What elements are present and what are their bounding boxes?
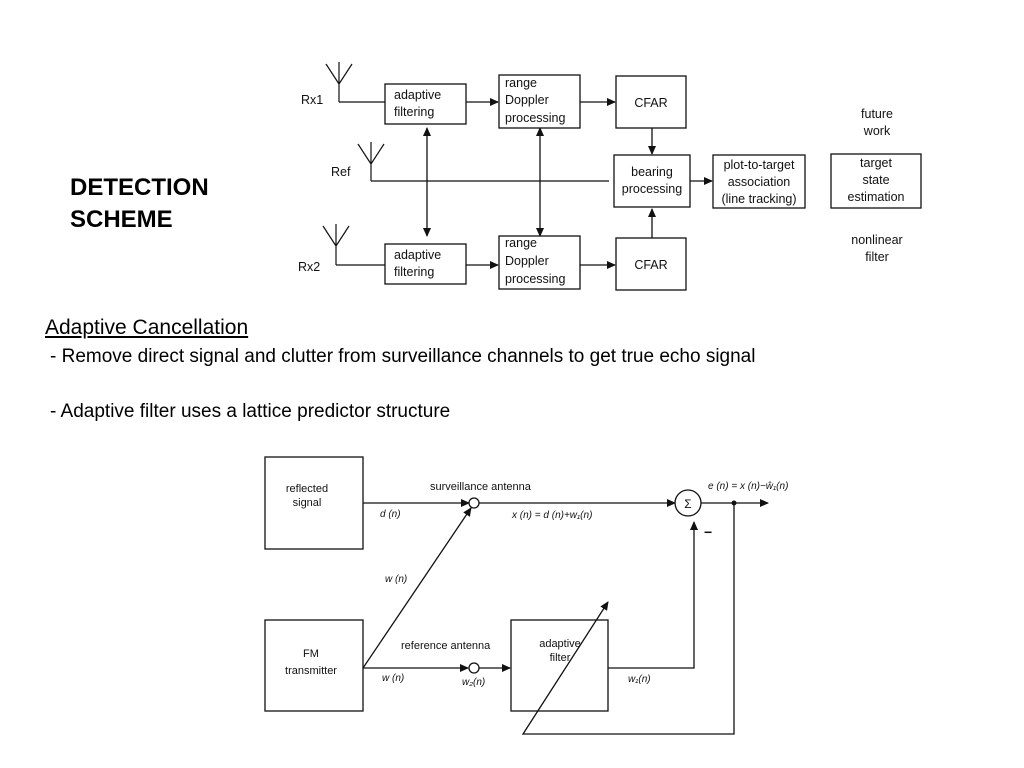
bullet-lattice-predictor: - Adaptive filter uses a lattice predict… bbox=[50, 401, 451, 422]
nonlinear-filter-line2: filter bbox=[865, 250, 889, 264]
cfar-block-2: CFAR bbox=[615, 237, 687, 291]
minus-sign: − bbox=[704, 524, 712, 540]
bearing-line2: processing bbox=[622, 182, 682, 196]
nonlinear-filter-line1: nonlinear bbox=[851, 233, 902, 247]
target-state-line1: target bbox=[860, 156, 892, 170]
plot-to-target-line3: (line tracking) bbox=[721, 192, 796, 206]
target-state-line2: state bbox=[862, 173, 889, 187]
range-doppler-block-2: range Doppler processing bbox=[498, 235, 581, 290]
range-doppler-block-1: range Doppler processing bbox=[498, 74, 581, 129]
plot-to-target-line2: association bbox=[728, 175, 791, 189]
ref-label: Ref bbox=[331, 165, 351, 179]
w-n-label: w (n) bbox=[382, 673, 404, 684]
e-equation-label: e (n) = x (n)−ŵ₁(n) bbox=[708, 481, 788, 492]
fm-transmitter-line1: FM bbox=[303, 648, 319, 660]
slide-title-line1: DETECTION bbox=[70, 174, 209, 201]
slide-title: DETECTION SCHEME bbox=[70, 172, 209, 236]
rx1-label: Rx1 bbox=[301, 93, 323, 107]
adaptive-filtering-2-line2: filtering bbox=[394, 265, 434, 279]
future-work-line2: work bbox=[863, 124, 891, 138]
reference-antenna-node bbox=[468, 662, 480, 674]
fm-transmitter-block: FM transmitter bbox=[264, 619, 364, 712]
section-heading: Adaptive Cancellation bbox=[45, 316, 249, 339]
adaptive-filter-block: adaptive filter bbox=[510, 619, 609, 712]
range-doppler-1-line1: range bbox=[505, 76, 537, 90]
surveillance-antenna-label: surveillance antenna bbox=[430, 481, 532, 493]
adaptive-filter-line1: adaptive bbox=[539, 638, 581, 650]
adaptive-filtering-block-2: adaptive filtering bbox=[384, 243, 467, 285]
target-state-line3: estimation bbox=[848, 190, 905, 204]
surveillance-antenna-node bbox=[468, 497, 480, 509]
range-doppler-2-line2: Doppler bbox=[505, 254, 549, 268]
reflected-signal-line1: reflected bbox=[286, 483, 328, 495]
future-work-line1: future bbox=[861, 107, 893, 121]
bearing-processing-block: bearing processing bbox=[613, 154, 691, 208]
cfar-block-1: CFAR bbox=[615, 75, 687, 129]
range-doppler-1-line2: Doppler bbox=[505, 93, 549, 107]
reflected-signal-line2: signal bbox=[293, 497, 322, 509]
plot-to-target-line1: plot-to-target bbox=[724, 158, 795, 172]
bearing-line1: bearing bbox=[631, 165, 673, 179]
cfar-1-label: CFAR bbox=[634, 96, 667, 110]
rx2-label: Rx2 bbox=[298, 260, 320, 274]
w-n-diagonal-label: w (n) bbox=[385, 574, 407, 585]
adaptive-filtering-1-line2: filtering bbox=[394, 105, 434, 119]
plot-to-target-block: plot-to-target association (line trackin… bbox=[712, 154, 806, 209]
d-n-label: d (n) bbox=[380, 509, 401, 520]
adaptive-filtering-2-line1: adaptive bbox=[394, 248, 441, 262]
adaptive-filtering-block-1: adaptive filtering bbox=[384, 83, 467, 125]
range-doppler-2-line3: processing bbox=[505, 272, 565, 286]
fm-transmitter-line2: transmitter bbox=[285, 665, 337, 677]
rx2-antenna-icon bbox=[322, 224, 350, 265]
ref-antenna-icon bbox=[357, 142, 385, 181]
adaptive-filter-line2: filter bbox=[550, 652, 571, 664]
range-doppler-2-line1: range bbox=[505, 236, 537, 250]
sigma-symbol: Σ bbox=[684, 497, 691, 511]
x-equation-label: x (n) = d (n)+w₁(n) bbox=[511, 510, 592, 521]
cfar-2-label: CFAR bbox=[634, 258, 667, 272]
bullet-direct-signal: - Remove direct signal and clutter from … bbox=[50, 346, 756, 367]
adaptive-filtering-1-line1: adaptive bbox=[394, 88, 441, 102]
target-state-block: target state estimation bbox=[830, 153, 922, 209]
w2-n-label: w₂(n) bbox=[462, 677, 485, 688]
reflected-signal-block: reflected signal bbox=[264, 456, 364, 550]
range-doppler-1-line3: processing bbox=[505, 111, 565, 125]
w1-n-label: w₁(n) bbox=[628, 674, 651, 685]
reference-antenna-label: reference antenna bbox=[401, 640, 491, 652]
slide-title-line2: SCHEME bbox=[70, 206, 173, 233]
rx1-antenna-icon bbox=[325, 62, 353, 102]
